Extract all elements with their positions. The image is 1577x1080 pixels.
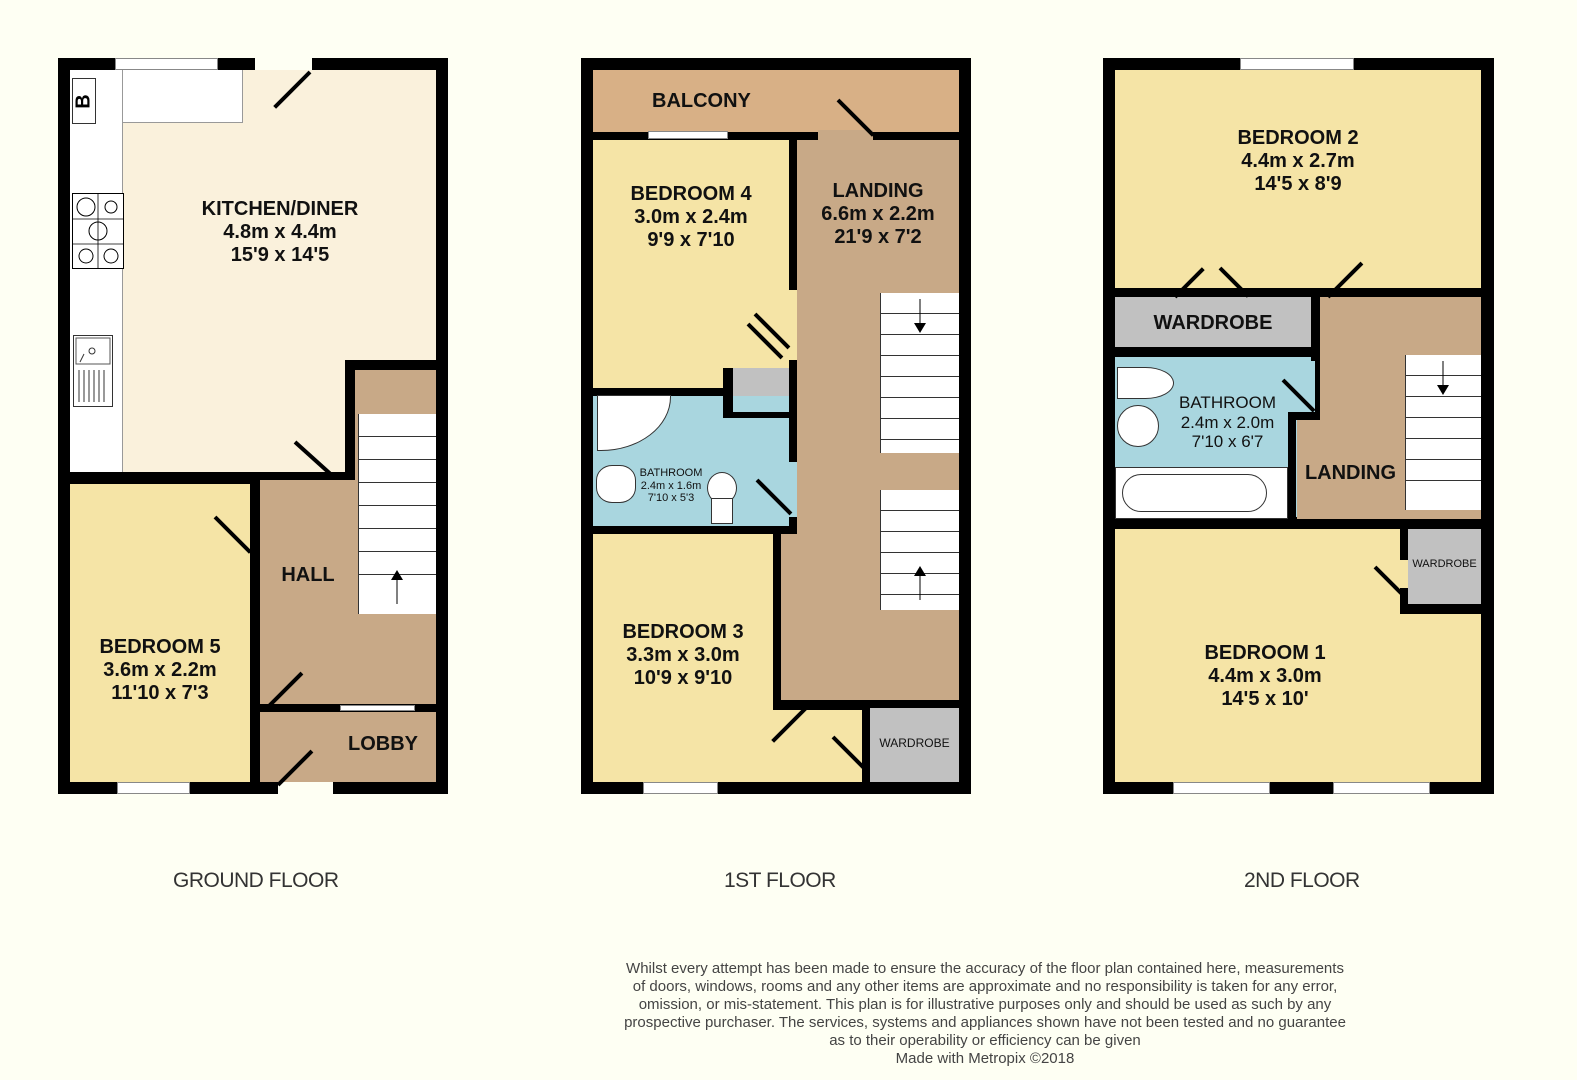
bedroom-3-label: BEDROOM 3 3.3m x 3.0m 10'9 x 9'10 — [622, 621, 744, 689]
wall — [1311, 297, 1319, 361]
wall — [1288, 412, 1296, 520]
front-door-opening[interactable] — [278, 782, 333, 794]
wardrobe-room[interactable] — [1408, 529, 1481, 604]
wall — [58, 472, 278, 484]
landing-extension — [780, 530, 800, 700]
wall — [1103, 519, 1494, 529]
wardrobe-room[interactable] — [870, 708, 959, 782]
ground-floor-title: GROUND FLOOR — [173, 869, 339, 892]
bathtub-icon — [1115, 467, 1288, 519]
disclaimer-line: omission, or mis-statement. This plan is… — [638, 996, 1332, 1013]
window — [1173, 782, 1270, 794]
sink-icon — [73, 335, 113, 407]
back-door-opening[interactable] — [255, 58, 312, 70]
lobby-label: LOBBY — [348, 733, 418, 755]
staircase-down — [1405, 355, 1481, 510]
disclaimer-line: as to their operability or efficiency ca… — [829, 1032, 1141, 1049]
wardrobe-label: WARDROBE — [879, 736, 950, 750]
wall — [773, 534, 781, 710]
basin-icon — [1117, 405, 1159, 447]
toilet-icon — [1117, 367, 1174, 399]
balcony-room[interactable] — [593, 70, 959, 132]
credit-text: Made with Metropix ©2018 — [895, 1050, 1075, 1067]
kitchen-worktop-side — [70, 70, 123, 472]
door-opening[interactable] — [789, 290, 797, 360]
wardrobe-room[interactable] — [1115, 297, 1311, 347]
hall-label: HALL — [281, 564, 335, 586]
bedroom-5-label: BEDROOM 5 3.6m x 2.2m 11'10 x 7'3 — [99, 636, 221, 704]
staircase-down — [880, 293, 959, 453]
arrow-down-icon — [1437, 361, 1449, 395]
basin-icon — [596, 465, 636, 503]
bedroom-4-room[interactable] — [593, 140, 789, 388]
arrow-down-icon — [914, 299, 926, 333]
landing-extension — [1297, 420, 1322, 519]
disclaimer: Whilst every attempt has been made to en… — [585, 960, 1385, 1068]
arrow-up-icon — [914, 566, 926, 600]
bedroom-1-label: BEDROOM 1 4.4m x 3.0m 14'5 x 10' — [1204, 642, 1326, 710]
hob-icon — [72, 193, 124, 269]
bedroom-3-room[interactable] — [593, 534, 773, 782]
disclaimer-line: Whilst every attempt has been made to en… — [626, 960, 1344, 977]
bedroom-5-room[interactable] — [70, 484, 250, 782]
door-opening[interactable] — [789, 462, 797, 517]
bedroom-2-room[interactable] — [1115, 70, 1481, 288]
window — [117, 782, 190, 794]
wardrobe-label: WARDROBE — [1412, 558, 1477, 570]
landing-label: LANDING 6.6m x 2.2m 21'9 x 7'2 — [821, 180, 935, 248]
staircase-up — [880, 490, 959, 610]
kitchen-diner-label: KITCHEN/DINER 4.8m x 4.4m 15'9 x 14'5 — [201, 198, 359, 266]
balcony-label: BALCONY — [652, 90, 751, 112]
toilet-cistern-icon — [711, 498, 733, 524]
wall — [250, 484, 260, 784]
staircase-up — [358, 414, 436, 614]
wall — [593, 526, 797, 534]
second-floor-title: 2ND FLOOR — [1244, 869, 1360, 892]
wall — [1288, 412, 1318, 420]
wall — [593, 388, 723, 396]
window — [643, 782, 718, 794]
bathroom-label: BATHROOM 2.4m x 1.6m 7'10 x 5'3 — [639, 467, 703, 505]
window — [648, 131, 728, 139]
window — [115, 58, 218, 70]
bedroom-4-label: BEDROOM 4 3.0m x 2.4m 9'9 x 7'10 — [630, 183, 752, 251]
disclaimer-line: of doors, windows, rooms and any other i… — [632, 978, 1338, 995]
bathroom-label: BATHROOM 2.4m x 2.0m 7'10 x 6'7 — [1179, 393, 1276, 452]
window — [340, 705, 415, 711]
window — [1333, 782, 1430, 794]
disclaimer-line: prospective purchaser. The services, sys… — [624, 1014, 1346, 1031]
wall — [862, 708, 870, 794]
wall — [808, 700, 971, 708]
bedroom-3-recess — [773, 710, 868, 782]
arrow-up-icon — [391, 570, 403, 604]
window — [1240, 58, 1354, 70]
door-opening[interactable] — [1400, 560, 1408, 588]
wardrobe-label: WARDROBE — [1153, 312, 1273, 334]
boiler-icon: B — [72, 78, 96, 124]
balcony-door-opening[interactable] — [818, 130, 873, 142]
wall — [723, 368, 733, 412]
bedroom-2-label: BEDROOM 2 4.4m x 2.7m 14'5 x 8'9 — [1237, 127, 1359, 195]
wall — [723, 412, 797, 418]
first-floor-title: 1ST FLOOR — [724, 869, 836, 892]
landing-label: LANDING — [1304, 462, 1397, 484]
